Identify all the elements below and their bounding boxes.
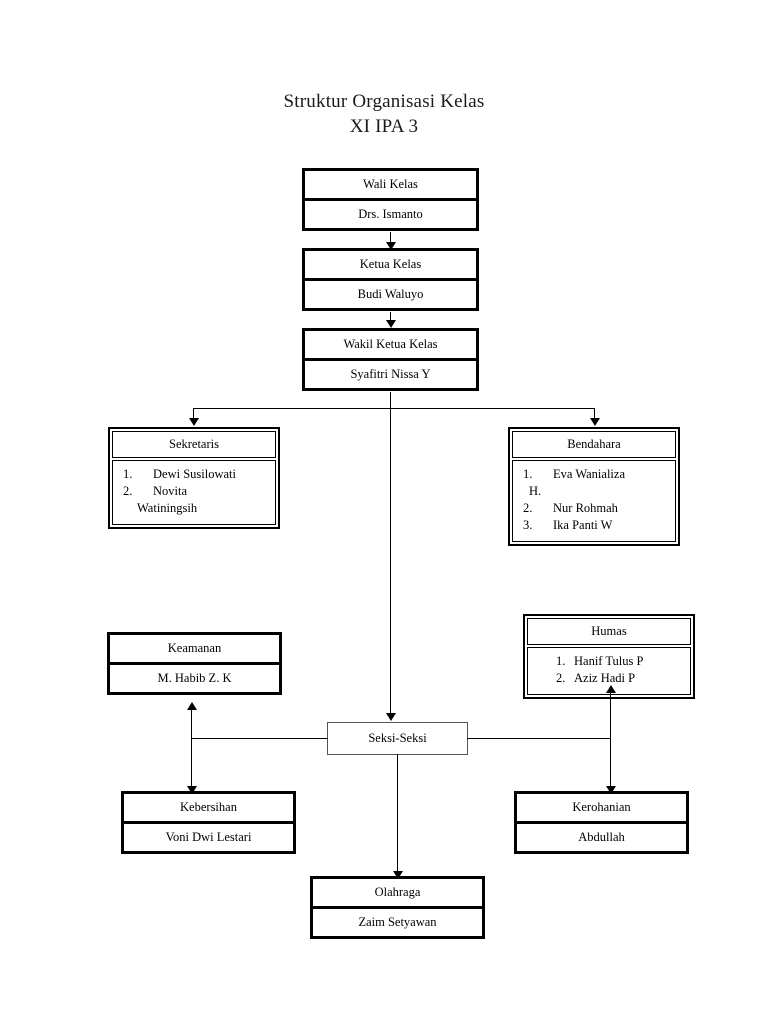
member-number: 1. <box>123 467 133 481</box>
node-kerohanian-role: Kerohanian <box>517 794 686 824</box>
list-item: 1. Dewi Susilowati <box>119 466 269 483</box>
node-wakil-ketua-role: Wakil Ketua Kelas <box>305 331 476 361</box>
node-olahraga-role: Olahraga <box>313 879 482 909</box>
arrowhead-to-bendahara <box>590 418 600 426</box>
connector-keamanan-kebersihan <box>191 705 192 793</box>
list-item: 2. Aziz Hadi P <box>552 670 684 687</box>
node-wali-kelas[interactable]: Wali Kelas Drs. Ismanto <box>302 168 479 231</box>
node-keamanan-name: M. Habib Z. K <box>110 665 279 692</box>
node-sekretaris-role: Sekretaris <box>112 431 276 458</box>
node-wakil-ketua-kelas[interactable]: Wakil Ketua Kelas Syafitri Nissa Y <box>302 328 479 391</box>
node-ketua-kelas[interactable]: Ketua Kelas Budi Waluyo <box>302 248 479 311</box>
arrowhead-ketua-to-wakil <box>386 320 396 328</box>
member-name: Watiningsih <box>137 501 198 515</box>
member-number: 2. <box>123 484 133 498</box>
member-name: Dewi Susilowati <box>153 467 236 481</box>
node-bendahara[interactable]: Bendahara 1. Eva Wanializa H. 2. Nur Roh… <box>508 427 680 546</box>
list-item: 1. Eva Wanializa <box>519 466 669 483</box>
connector-bus-to-sekretaris <box>193 408 194 422</box>
arrowhead-to-seksi <box>386 713 396 721</box>
member-name: Ika Panti W <box>553 518 613 532</box>
node-keamanan-role: Keamanan <box>110 635 279 665</box>
connector-wali-to-ketua <box>390 232 391 246</box>
arrowhead-to-kebersihan <box>187 786 197 794</box>
member-number: 1. <box>556 654 566 668</box>
member-name: Eva Wanializa <box>553 467 625 481</box>
connector-humas-kerohanian <box>610 688 611 793</box>
connector-seksi-left <box>191 738 328 739</box>
node-bendahara-role: Bendahara <box>512 431 676 458</box>
node-kebersihan-role: Kebersihan <box>124 794 293 824</box>
page-title-line2: XI IPA 3 <box>349 116 419 137</box>
node-ketua-kelas-role: Ketua Kelas <box>305 251 476 281</box>
member-name: Aziz Hadi P <box>574 671 636 685</box>
member-number: 2. <box>556 671 566 685</box>
connector-split-bus <box>193 408 595 409</box>
node-olahraga[interactable]: Olahraga Zaim Setyawan <box>310 876 485 939</box>
member-number: 3. <box>523 518 533 532</box>
arrowhead-to-olahraga <box>393 871 403 879</box>
list-item: 2. Nur Rohmah <box>519 500 669 517</box>
arrowhead-wali-to-ketua <box>386 242 396 250</box>
node-kebersihan-name: Voni Dwi Lestari <box>124 824 293 851</box>
page-title-line1: Struktur Organisasi Kelas <box>283 91 485 112</box>
connector-wakil-to-seksi <box>390 408 391 716</box>
list-item: 3. Ika Panti W <box>519 517 669 534</box>
node-seksi-seksi[interactable]: Seksi-Seksi <box>327 722 468 755</box>
member-name: H. <box>529 484 542 498</box>
list-item-continuation: H. <box>519 483 669 500</box>
node-humas-role: Humas <box>527 618 691 645</box>
connector-bus-to-bendahara <box>594 408 595 422</box>
node-wali-kelas-role: Wali Kelas <box>305 171 476 201</box>
member-name: Hanif Tulus P <box>574 654 644 668</box>
node-seksi-seksi-label: Seksi-Seksi <box>368 731 427 745</box>
list-item-continuation: Watiningsih <box>119 500 269 517</box>
arrowhead-to-keamanan <box>187 702 197 710</box>
member-number: 1. <box>523 467 533 481</box>
node-kerohanian-name: Abdullah <box>517 824 686 851</box>
connector-ketua-to-wakil <box>390 312 391 324</box>
connector-seksi-right <box>467 738 611 739</box>
arrowhead-to-sekretaris <box>189 418 199 426</box>
connector-seksi-to-olahraga <box>397 754 398 877</box>
node-kebersihan[interactable]: Kebersihan Voni Dwi Lestari <box>121 791 296 854</box>
list-item: 2. Novita <box>119 483 269 500</box>
node-kerohanian[interactable]: Kerohanian Abdullah <box>514 791 689 854</box>
connector-wakil-stem <box>390 392 391 409</box>
node-olahraga-name: Zaim Setyawan <box>313 909 482 936</box>
arrowhead-to-humas <box>606 685 616 693</box>
list-item: 1. Hanif Tulus P <box>552 653 684 670</box>
arrowhead-to-kerohanian <box>606 786 616 794</box>
node-wali-kelas-name: Drs. Ismanto <box>305 201 476 228</box>
member-number: 2. <box>523 501 533 515</box>
member-name: Novita <box>153 484 188 498</box>
node-wakil-ketua-name: Syafitri Nissa Y <box>305 361 476 388</box>
node-bendahara-members: 1. Eva Wanializa H. 2. Nur Rohmah 3. Ika… <box>512 460 676 542</box>
member-name: Nur Rohmah <box>553 501 618 515</box>
node-sekretaris-members: 1. Dewi Susilowati 2. Novita Watiningsih <box>112 460 276 525</box>
node-keamanan[interactable]: Keamanan M. Habib Z. K <box>107 632 282 695</box>
node-sekretaris[interactable]: Sekretaris 1. Dewi Susilowati 2. Novita … <box>108 427 280 529</box>
node-ketua-kelas-name: Budi Waluyo <box>305 281 476 308</box>
